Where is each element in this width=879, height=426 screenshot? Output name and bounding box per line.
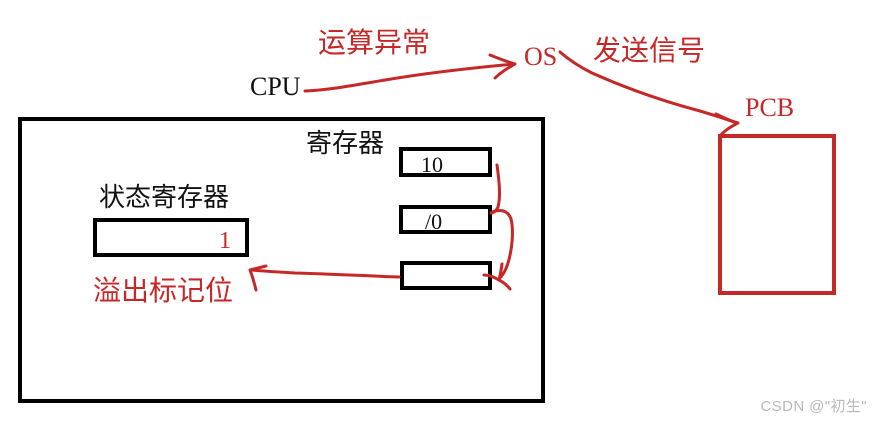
register-cell-1-value: /0 xyxy=(425,209,443,234)
pcb-label: PCB xyxy=(745,93,795,122)
cpu-enclosure-box xyxy=(18,117,545,403)
register-cell-2 xyxy=(400,261,492,290)
register-group-label: 寄存器 xyxy=(306,129,385,158)
os-label: OS xyxy=(524,42,558,71)
operation-exception-label: 运算异常 xyxy=(318,28,431,59)
pcb-box xyxy=(718,134,836,295)
overflow-flag-bit-label: 溢出标记位 xyxy=(93,276,234,307)
register-cell-0: 10 xyxy=(399,147,492,177)
arrow-cpu-to-os xyxy=(303,53,517,93)
register-cell-0-value: 10 xyxy=(421,152,443,177)
send-signal-label: 发送信号 xyxy=(593,36,706,67)
cpu-label: CPU xyxy=(250,72,301,101)
csdn-watermark: CSDN @"初生" xyxy=(760,398,867,415)
register-cell-1: /0 xyxy=(399,205,492,234)
status-register-box: 1 xyxy=(93,218,249,257)
status-register-value: 1 xyxy=(219,228,231,254)
status-register-label: 状态寄存器 xyxy=(99,183,230,212)
